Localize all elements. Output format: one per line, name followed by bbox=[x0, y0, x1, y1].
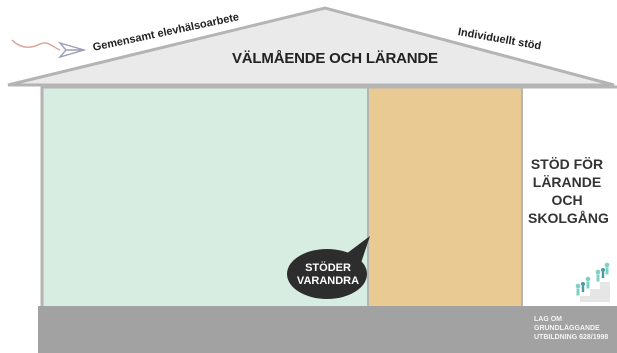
foundation bbox=[38, 306, 617, 353]
speech-bubble bbox=[287, 236, 370, 299]
roof-title: VÄLMÅENDE OCH LÄRANDE bbox=[232, 50, 438, 67]
support-label: STÖD FÖR LÄRANDE OCH SKOLGÅNG bbox=[528, 156, 609, 226]
people-climbing-stairs-icon bbox=[570, 262, 610, 302]
roof bbox=[7, 6, 615, 87]
foundation-label: LAG OM GRUNDLÄGGANDE UTBILDNING 628/1998 bbox=[534, 316, 609, 341]
room-middle bbox=[368, 88, 522, 306]
paper-plane-icon bbox=[11, 39, 87, 59]
speech-bubble-label: STÖDER VARANDRA bbox=[296, 262, 360, 287]
